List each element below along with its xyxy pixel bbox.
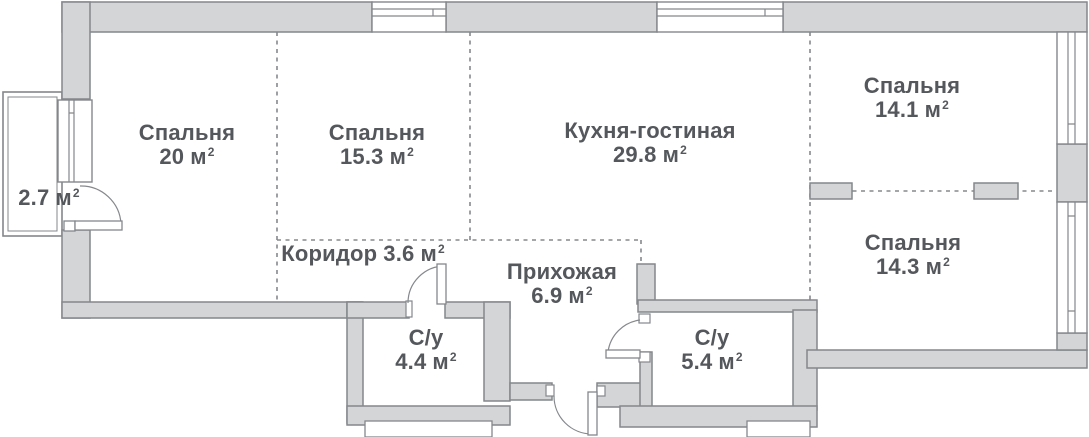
room-name: Спальня bbox=[863, 73, 961, 98]
wall-piers bbox=[809, 182, 1019, 200]
room-name: С/у bbox=[408, 325, 444, 350]
windows bbox=[57, 1, 1088, 334]
window-balcony bbox=[57, 99, 93, 183]
wall-pier bbox=[973, 182, 1019, 200]
door-swing-arc bbox=[607, 319, 641, 353]
door-jamb bbox=[405, 300, 413, 318]
door-leaf bbox=[74, 220, 123, 231]
window-right-2 bbox=[1056, 201, 1088, 334]
door-leaf bbox=[587, 391, 598, 436]
door-hinge-block bbox=[63, 220, 76, 232]
bathroom2-door bbox=[605, 313, 651, 363]
door-swing-arc bbox=[553, 395, 593, 435]
door-swing-arc bbox=[79, 185, 122, 225]
niche bbox=[364, 420, 493, 437]
entrance-door bbox=[545, 384, 606, 436]
door-jamb bbox=[545, 384, 555, 397]
balcony-door bbox=[63, 185, 123, 232]
niche bbox=[746, 420, 811, 437]
room-area: 3.6 bbox=[383, 241, 415, 266]
window-top-1 bbox=[371, 1, 447, 33]
door-leaf bbox=[605, 349, 641, 359]
door-jamb bbox=[596, 385, 606, 397]
room-name: Коридор bbox=[281, 241, 378, 266]
walls bbox=[61, 1, 1088, 428]
door-jamb bbox=[638, 351, 651, 363]
door-leaf bbox=[436, 263, 447, 305]
door-jamb bbox=[638, 313, 651, 324]
window-right-1 bbox=[1056, 31, 1088, 145]
room-area: 2.7 bbox=[18, 185, 50, 210]
window-top-2 bbox=[656, 1, 784, 33]
balcony-outline bbox=[2, 91, 63, 237]
room-name: Спальня bbox=[864, 230, 962, 255]
wall-pier bbox=[809, 182, 853, 200]
room-name: С/у bbox=[694, 325, 730, 350]
wall-niches bbox=[364, 420, 811, 437]
room-name: Спальня bbox=[138, 120, 236, 145]
room-name: Кухня-гостиная bbox=[564, 118, 736, 143]
bathroom1-door bbox=[405, 263, 447, 318]
room-name: Спальня bbox=[328, 120, 426, 145]
room-name: Прихожая bbox=[506, 259, 618, 284]
doors bbox=[63, 185, 651, 436]
